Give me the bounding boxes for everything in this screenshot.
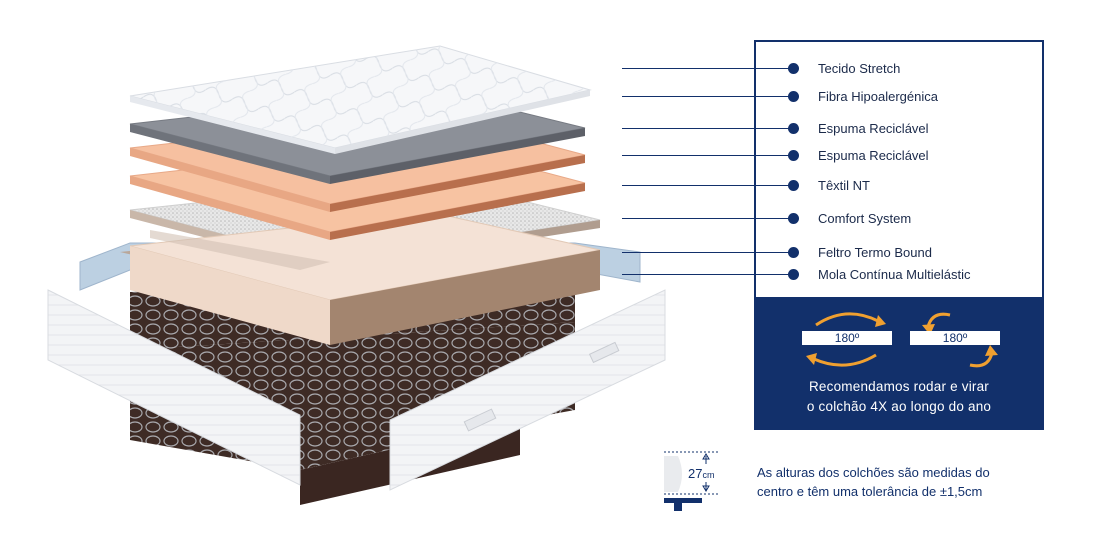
leader-line	[622, 185, 792, 186]
flip-arrows-icon	[922, 312, 998, 368]
leader-line	[622, 252, 792, 253]
bullet-dot	[788, 247, 799, 258]
bullet-dot	[788, 123, 799, 134]
bullet-dot	[788, 213, 799, 224]
leader-line	[622, 274, 792, 275]
layer-label-comfort: Comfort System	[818, 211, 912, 226]
rotate-arrows-icon	[806, 312, 886, 367]
leader-line	[622, 96, 792, 97]
layer-label-espuma-2: Espuma Reciclável	[818, 148, 929, 163]
rotate-degrees-label: 180º	[802, 331, 892, 345]
mattress-height-icon	[664, 451, 718, 511]
height-value: 27cm	[688, 466, 715, 481]
layer-label-tecido-stretch: Tecido Stretch	[818, 61, 901, 76]
recommendation-line-2: o colchão 4X ao longo do ano	[806, 399, 992, 414]
height-note-line-1: As alturas dos colchões são medidas do	[757, 465, 990, 480]
rotation-panel	[756, 297, 1042, 428]
flip-degrees-label: 180º	[910, 331, 1000, 345]
leader-line	[622, 155, 792, 156]
layer-label-espuma-1: Espuma Reciclável	[818, 121, 929, 136]
bullet-dot	[788, 150, 799, 161]
layer-label-mola: Mola Contínua Multielástic	[818, 267, 971, 282]
bullet-dot	[788, 269, 799, 280]
layer-label-fibra: Fibra Hipoalergénica	[818, 89, 938, 104]
bullet-dot	[788, 91, 799, 102]
layer-label-feltro: Feltro Termo Bound	[818, 245, 932, 260]
height-note-line-2: centro e têm uma tolerância de ±1,5cm	[757, 484, 983, 499]
bullet-dot	[788, 63, 799, 74]
leader-line	[622, 128, 792, 129]
bullet-dot	[788, 180, 799, 191]
leader-line	[622, 218, 792, 219]
leader-line	[622, 68, 792, 69]
layer-label-textil: Têxtil NT	[818, 178, 870, 193]
recommendation-line-1: Recomendamos rodar e virar	[808, 379, 990, 394]
